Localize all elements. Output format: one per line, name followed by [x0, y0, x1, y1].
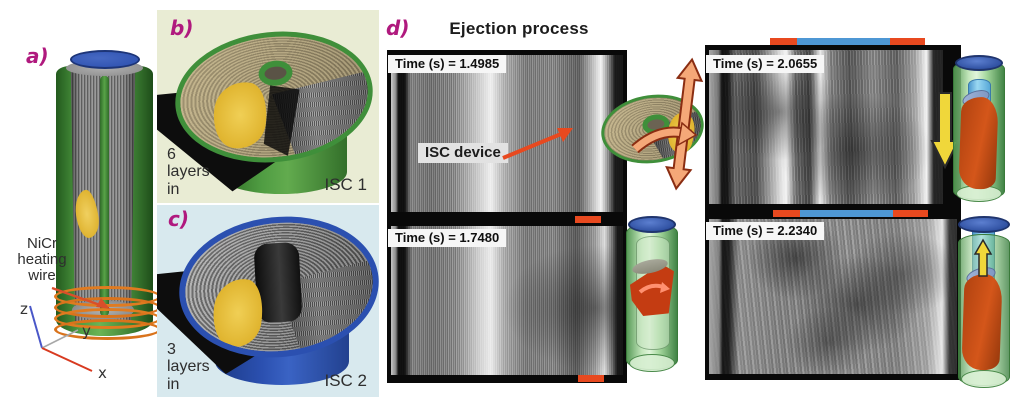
time-stamp-label-2: Time (s) = 1.7480 [388, 229, 507, 247]
layers-line2: layers [167, 163, 210, 181]
layers-line1: 3 [167, 341, 176, 359]
panel-a-label: a) [26, 44, 49, 68]
cylinder-render-ejected [958, 216, 1012, 390]
cylinder-blue-cap [955, 55, 1003, 71]
nicr-annotation-line2: heating [17, 251, 67, 269]
timeline-bar-red [773, 210, 800, 217]
timeline-bar-blue [800, 210, 893, 217]
nicr-annotation-line3: wire [28, 267, 56, 285]
isc-device-callout: ISC device [418, 143, 508, 163]
panel-c: c) 3 layers in ISC 2 [157, 205, 386, 397]
timeline-bar-blue [797, 38, 890, 45]
jellyroll-orange-sheet [961, 273, 1003, 371]
time-stamp-label-1: Time (s) = 1.4985 [388, 55, 507, 73]
small-rotation-arrow-icon [638, 282, 670, 294]
cylinder-render-internal-short [626, 216, 678, 376]
radiograph-image-3 [709, 50, 943, 204]
jellyroll-ejection-render [596, 55, 718, 200]
callout-arrow-icon [502, 128, 573, 160]
panel-c-layers-note: 3 layers in [167, 341, 210, 393]
cylinder-bottom [961, 370, 1007, 388]
axis-triad-icon: z y x [20, 300, 107, 382]
nicr-annotation-line1: NiCr [27, 235, 57, 252]
isc-yellow-wedge [209, 78, 271, 152]
radiograph-frame-1: Time (s) = 1.4985 ISC device [387, 50, 627, 218]
axis-z-label: z [20, 300, 28, 318]
radiograph-image-2 [391, 226, 623, 375]
layers-line3: in [167, 180, 180, 198]
red-marker-bar [575, 216, 601, 223]
panel-b-layers-note: 6 layers in [167, 146, 210, 198]
layers-line2: layers [167, 358, 210, 376]
ejected-blue-cap [958, 216, 1010, 233]
radiograph-frame-2: Time (s) = 1.7480 [387, 218, 627, 383]
panel-c-device-label: ISC 2 [324, 371, 367, 390]
jellyroll-b-center-tube [257, 59, 294, 88]
panel-b-device-label: ISC 1 [324, 175, 367, 194]
layers-line3: in [167, 375, 180, 393]
battery-cutaway-render [54, 50, 161, 345]
panel-c-label: c) [168, 207, 189, 231]
axis-y-label: y [82, 322, 91, 340]
layers-line1: 6 [167, 146, 176, 164]
time-stamp-label-3: Time (s) = 2.0655 [706, 55, 825, 73]
radiograph-image-1 [391, 55, 623, 212]
ejection-process-title: Ejection process [449, 19, 589, 38]
axis-x-label: x [98, 364, 107, 382]
panel-b-label: b) [170, 16, 194, 40]
red-marker-bar [578, 375, 604, 382]
up-arrow-icon [973, 238, 993, 277]
cylinder-blue-cap [628, 216, 676, 233]
panel-b: b) 6 layers in ISC 1 [157, 10, 380, 203]
cylinder-bottom [629, 354, 675, 372]
time-stamp-label-4: Time (s) = 2.2340 [706, 222, 825, 240]
nicr-callout-arrow-icon [51, 286, 110, 309]
radiograph-frame-4: Time (s) = 2.2340 [705, 210, 961, 380]
timeline-bar-red [893, 210, 928, 217]
cylinder-render-pre-ejection [953, 55, 1005, 205]
radiograph-image-4 [709, 219, 957, 374]
rotation-arrow-icon [631, 121, 698, 154]
timeline-bar-red [890, 38, 925, 45]
timeline-bar-red [770, 38, 797, 45]
nicr-annotation: NiCr heating wire [2, 235, 82, 285]
battery-blue-cap [70, 50, 140, 69]
battery-center-pin [100, 76, 109, 316]
down-arrow-icon [930, 92, 960, 170]
jellyroll-orange-sheet [958, 96, 999, 190]
panel-d-label: d) [386, 16, 410, 40]
radiograph-frame-3: Time (s) = 2.0655 [705, 45, 961, 210]
